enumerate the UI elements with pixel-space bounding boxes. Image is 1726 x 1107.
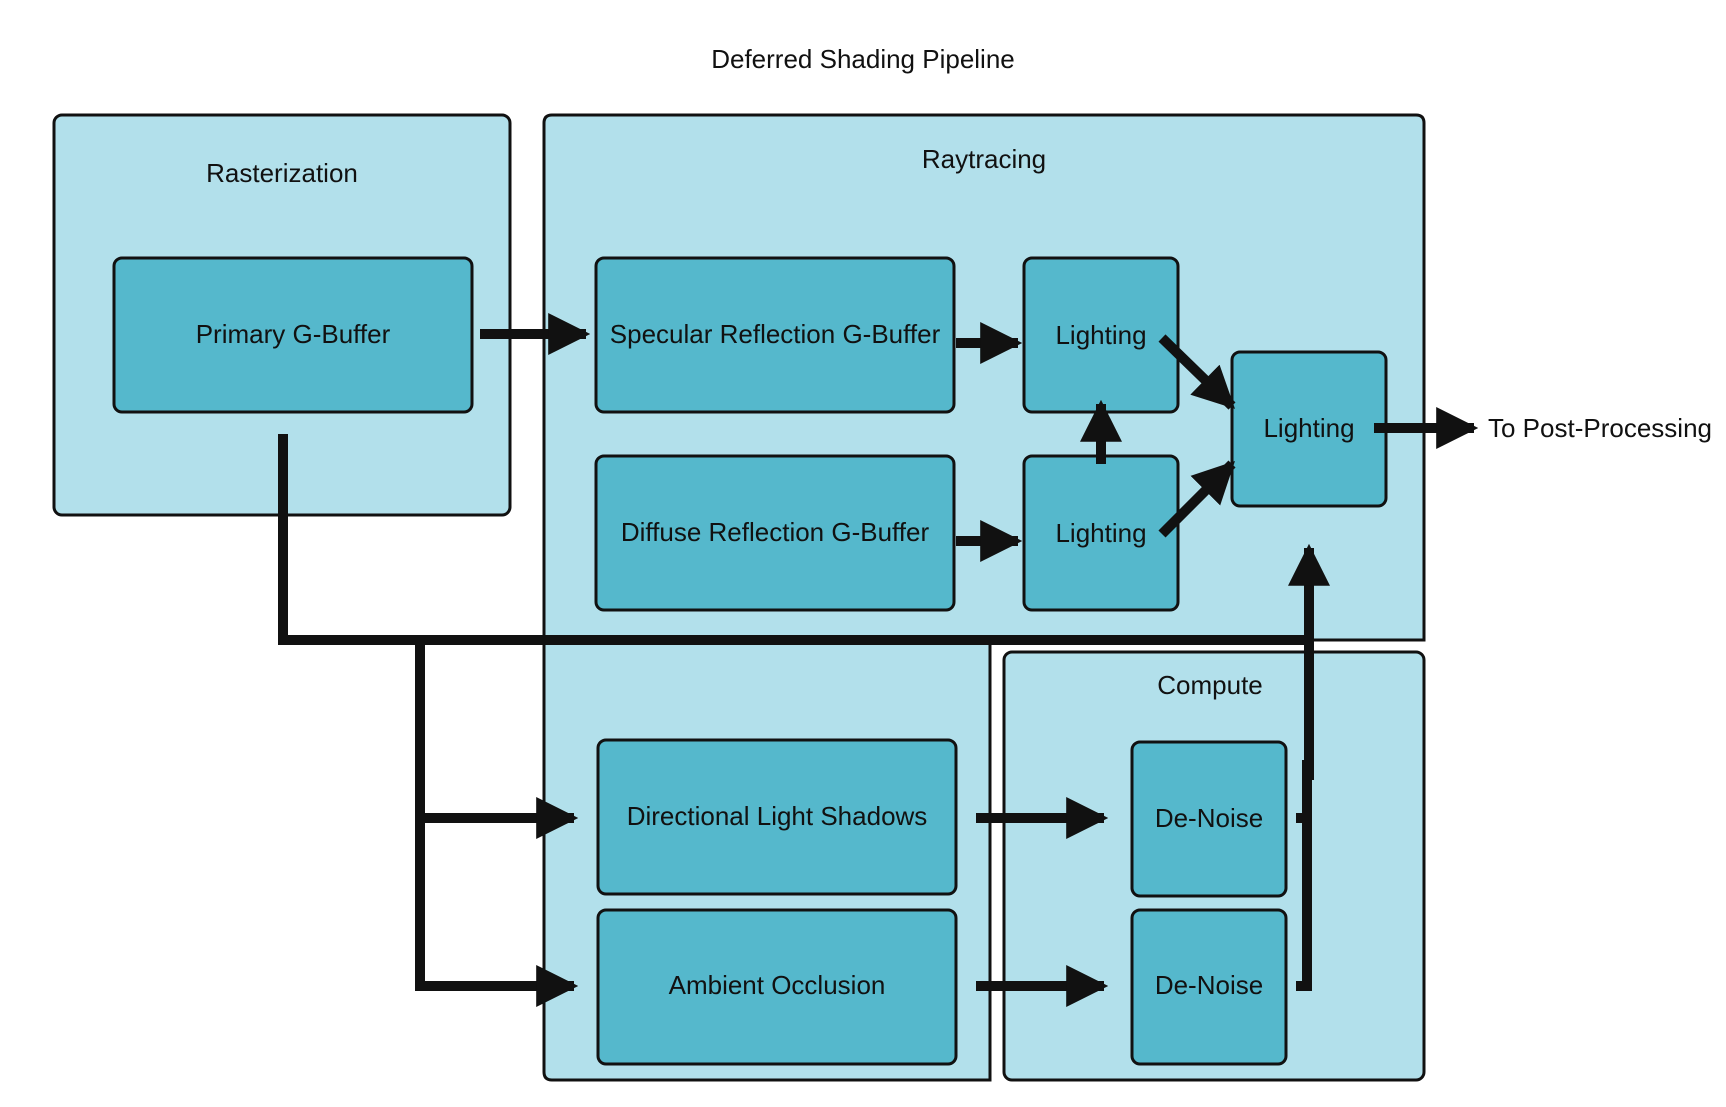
ambient-occlusion-label: Ambient Occlusion: [669, 970, 886, 1000]
specular-gbuffer-node: [594, 256, 956, 414]
ambient-occlusion-node: [596, 908, 958, 1066]
directional-shadows-label: Directional Light Shadows: [627, 801, 928, 831]
directional-shadows-node: [596, 738, 958, 896]
lighting-combine-label: Lighting: [1263, 413, 1354, 443]
diagram-title: Deferred Shading Pipeline: [711, 44, 1015, 74]
compute-label: Compute: [1157, 670, 1263, 700]
lighting-specular-label: Lighting: [1055, 320, 1146, 350]
denoise-shadows-label: De-Noise: [1155, 803, 1263, 833]
denoise-ao-collector-line: [1296, 760, 1312, 991]
gbuffer-distribution-line: [278, 434, 1307, 645]
arrow-diffuse-lighting-to-combine: [1158, 460, 1236, 538]
arrow-specular-lighting-to-combine: [1158, 334, 1236, 410]
specular-gbuffer-label: Specular Reflection G-Buffer: [610, 319, 941, 349]
rasterization-label: Rasterization: [206, 158, 358, 188]
denoise-shadows-node: [1130, 740, 1288, 898]
denoise-ao-label: De-Noise: [1155, 970, 1263, 1000]
diffuse-gbuffer-node: [594, 454, 956, 612]
raytracing-label: Raytracing: [922, 144, 1046, 174]
lighting-diffuse-label: Lighting: [1055, 518, 1146, 548]
primary-gbuffer-node: [112, 256, 474, 414]
denoise-ao-node: [1130, 908, 1288, 1066]
primary-gbuffer-label: Primary G-Buffer: [196, 319, 391, 349]
output-label: To Post-Processing: [1488, 413, 1712, 443]
diffuse-gbuffer-label: Diffuse Reflection G-Buffer: [621, 517, 930, 547]
